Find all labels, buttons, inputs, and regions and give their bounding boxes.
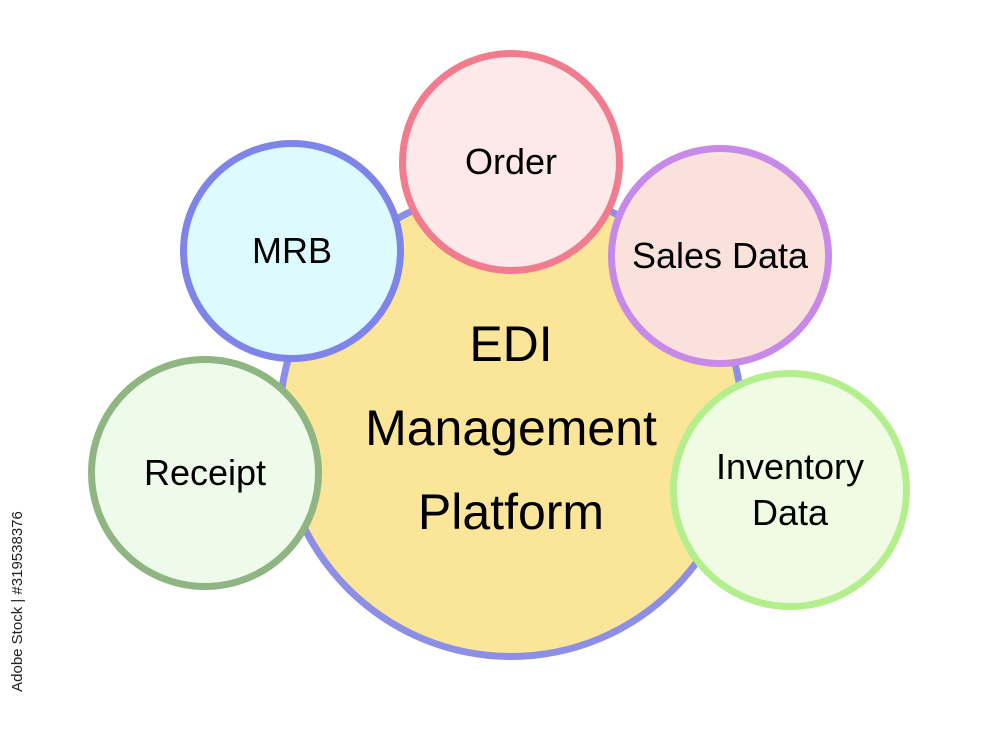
stock-watermark: Adobe Stock | #319538376 bbox=[6, 500, 28, 700]
satellite-sales-data: Sales Data bbox=[608, 145, 832, 367]
satellite-label-order: Order bbox=[464, 141, 558, 182]
satellite-mrb: MRB bbox=[180, 140, 404, 362]
satellite-label-receipt: Receipt bbox=[143, 452, 267, 493]
satellite-receipt: Receipt bbox=[88, 356, 322, 590]
satellite-label-inventory-data: Inventory Data bbox=[715, 446, 865, 533]
watermark-text: Adobe Stock | #319538376 bbox=[8, 511, 26, 692]
satellite-label-sales-data: Sales Data bbox=[631, 235, 809, 276]
center-label: EDI Management Platform bbox=[365, 315, 657, 540]
satellite-order: Order bbox=[399, 50, 623, 274]
satellite-inventory-data: Inventory Data bbox=[670, 370, 910, 610]
satellite-label-mrb: MRB bbox=[252, 230, 332, 271]
